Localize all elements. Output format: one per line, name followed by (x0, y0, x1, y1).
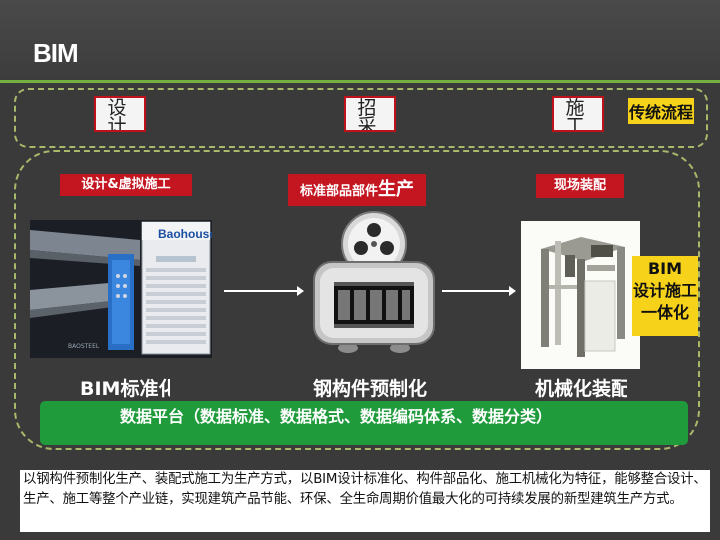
step-design-caption: BIM标准化 (80, 378, 170, 398)
step-production-tag-prefix: 标准部品部件 (299, 184, 378, 199)
summary-text: 以钢构件预制化生产、装配式施工为生产方式，以BIM设计标准化、构件部品化、施工机… (20, 470, 710, 532)
bim-integration-line-2: 设计施工 (632, 281, 697, 300)
stage-design-box: 设计 (94, 96, 146, 132)
bim-flow-frame (14, 150, 700, 450)
stage-design-label: 设计 (107, 97, 133, 132)
stage-procurement-box: 招采 (344, 96, 396, 132)
stage-construction-label: 施工 (565, 97, 591, 132)
step-assembly-caption: 机械化装配 (535, 378, 627, 398)
step-design-tag: 设计&虚拟施工 (60, 174, 192, 196)
stage-construction-box: 施工 (552, 96, 604, 132)
header-band (0, 0, 720, 80)
bim-integration-line-3: 一体化 (640, 303, 689, 322)
data-platform-bar: 数据平台（数据标准、数据格式、数据编码体系、数据分类） (40, 401, 688, 445)
traditional-process-label: 传统流程 (628, 98, 695, 124)
step-production-tag-emphasis: 生产 (378, 179, 414, 200)
step-assembly-tag: 现场装配 (536, 174, 624, 198)
page-title: BIM (33, 38, 79, 68)
traditional-flow-frame (14, 88, 708, 148)
header-divider (0, 80, 720, 83)
bim-software-screenshot: Baohouse BAOSTEEL (30, 220, 212, 358)
building-module-image (521, 221, 640, 369)
bim-integration-line-1: BIM (647, 259, 683, 278)
step-production-tag: 标准部品部件生产 (288, 174, 426, 206)
flow-arrow-1 (224, 286, 304, 296)
flow-arrow-2 (442, 286, 516, 296)
stage-procurement-label: 招采 (357, 97, 383, 132)
step-production-caption: 钢构件预制化 (313, 378, 428, 398)
baohouse-logo: Baohouse (158, 227, 212, 241)
baosteel-brand: BAOSTEEL (68, 343, 100, 350)
bim-integration-label: BIM 设计施工 一体化 (632, 256, 698, 336)
film-reel-icon (312, 210, 436, 356)
